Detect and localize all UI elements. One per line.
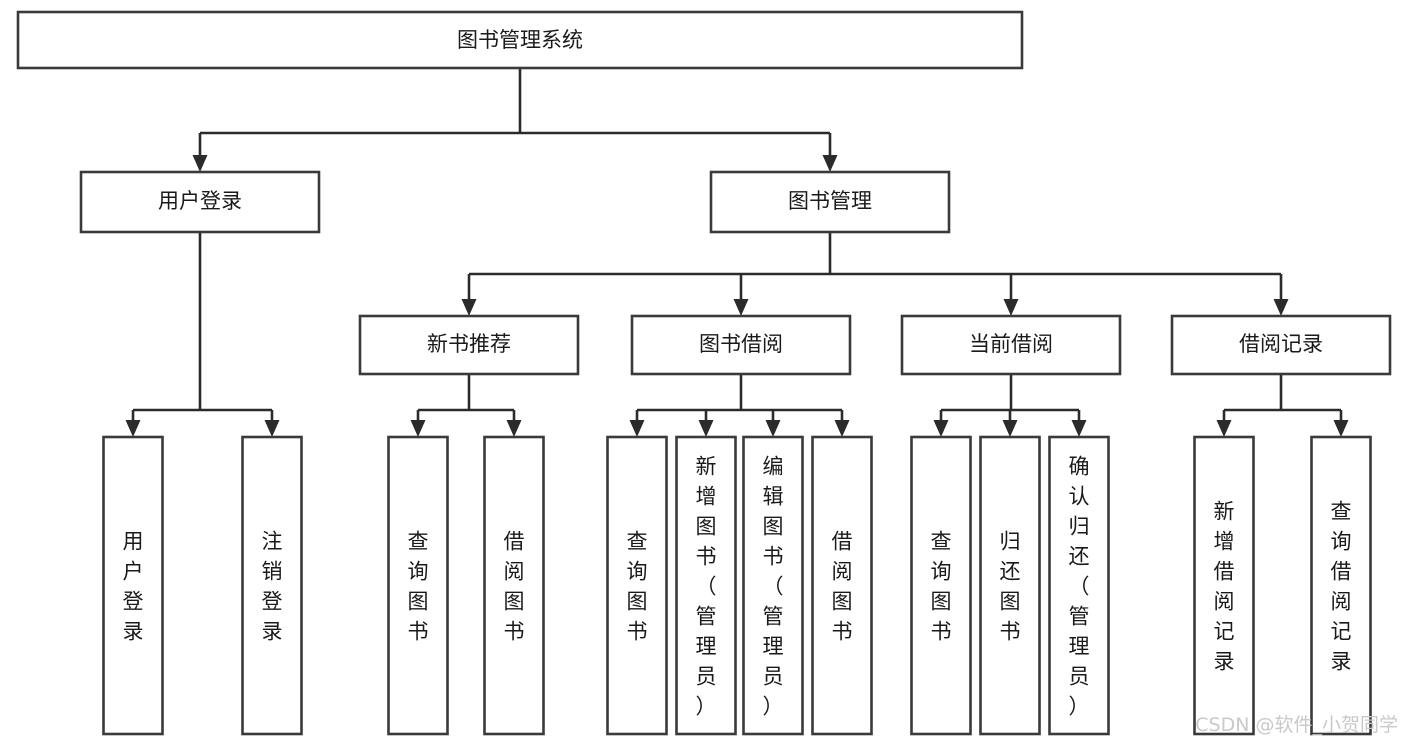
node-leaf-query-book-3-label: 查询图书: [931, 529, 952, 643]
node-leaf-add-book-label: 新增图书（管理员）: [696, 454, 717, 718]
node-book-borrow-label: 图书借阅: [699, 332, 783, 356]
node-leaf-user-login-label: 用户登录: [123, 529, 144, 643]
node-new-book-rec[interactable]: 新书推荐: [358, 314, 580, 376]
node-current-borrow-label: 当前借阅: [969, 332, 1053, 356]
node-borrow-record-box[interactable]: [1170, 314, 1392, 376]
node-root[interactable]: 图书管理系统: [16, 10, 1024, 70]
leaf-layer: 用户登录 注销登录 查询图书 借阅图书 查询图书 新增图书（管理员） 编辑图书（管理员） 借阅…: [102, 435, 1372, 736]
node-leaf-query-book-3[interactable]: 查询图书: [910, 435, 972, 736]
node-leaf-add-record-label: 新增借阅记录: [1214, 499, 1235, 673]
connector-layer: [125, 68, 1349, 437]
node-leaf-borrow-book-2-label: 借阅图书: [832, 529, 853, 643]
node-leaf-edit-book-box[interactable]: [742, 435, 804, 736]
node-root-label: 图书管理系统: [457, 28, 583, 52]
node-leaf-query-record-box[interactable]: [1310, 435, 1372, 736]
node-leaf-edit-book[interactable]: 编辑图书（管理员）: [742, 435, 804, 736]
node-leaf-query-book-1[interactable]: 查询图书: [387, 435, 449, 736]
watermark-label: CSDN @软件_小贺同学: [1195, 714, 1398, 736]
node-book-borrow[interactable]: 图书借阅: [630, 314, 852, 376]
node-user-login-box[interactable]: [79, 170, 321, 234]
node-leaf-edit-book-label: 编辑图书（管理员）: [763, 454, 784, 718]
node-leaf-query-record[interactable]: 查询借阅记录: [1310, 435, 1372, 736]
node-new-book-rec-label: 新书推荐: [427, 332, 511, 356]
node-current-borrow-box[interactable]: [900, 314, 1122, 376]
node-user-login-label: 用户登录: [158, 189, 242, 213]
node-leaf-confirm-return-box[interactable]: [1048, 435, 1110, 736]
node-leaf-query-book-2-box[interactable]: [606, 435, 668, 736]
node-leaf-borrow-book-2-box[interactable]: [811, 435, 873, 736]
node-leaf-add-book[interactable]: 新增图书（管理员）: [675, 435, 737, 736]
node-leaf-confirm-return-label: 确认归还（管理员）: [1069, 454, 1090, 718]
node-leaf-return-book[interactable]: 归还图书: [979, 435, 1041, 736]
node-borrow-record[interactable]: 借阅记录: [1170, 314, 1392, 376]
node-leaf-add-record-box[interactable]: [1193, 435, 1255, 736]
node-leaf-query-book-2-label: 查询图书: [627, 529, 648, 643]
node-leaf-add-record[interactable]: 新增借阅记录: [1193, 435, 1255, 736]
node-leaf-return-book-label: 归还图书: [1000, 529, 1021, 643]
node-leaf-borrow-book-1-box[interactable]: [483, 435, 545, 736]
node-leaf-return-book-box[interactable]: [979, 435, 1041, 736]
node-leaf-user-login[interactable]: 用户登录: [102, 435, 164, 736]
node-leaf-user-logout-box[interactable]: [241, 435, 303, 736]
node-user-login[interactable]: 用户登录: [79, 170, 321, 234]
node-book-manage[interactable]: 图书管理: [709, 170, 951, 234]
node-leaf-user-login-box[interactable]: [102, 435, 164, 736]
node-leaf-query-book-2[interactable]: 查询图书: [606, 435, 668, 736]
node-leaf-query-book-3-box[interactable]: [910, 435, 972, 736]
node-root-box[interactable]: [16, 10, 1024, 70]
node-leaf-borrow-book-1-label: 借阅图书: [504, 529, 525, 643]
node-current-borrow[interactable]: 当前借阅: [900, 314, 1122, 376]
node-leaf-borrow-book-1[interactable]: 借阅图书: [483, 435, 545, 736]
node-leaf-query-book-1-box[interactable]: [387, 435, 449, 736]
node-new-book-rec-box[interactable]: [358, 314, 580, 376]
node-book-manage-box[interactable]: [709, 170, 951, 234]
node-leaf-borrow-book-2[interactable]: 借阅图书: [811, 435, 873, 736]
node-book-borrow-box[interactable]: [630, 314, 852, 376]
node-leaf-add-book-box[interactable]: [675, 435, 737, 736]
node-book-manage-label: 图书管理: [788, 189, 872, 213]
node-borrow-record-label: 借阅记录: [1239, 332, 1323, 356]
node-leaf-query-record-label: 查询借阅记录: [1331, 499, 1352, 673]
node-leaf-user-logout-label: 注销登录: [262, 529, 283, 643]
node-leaf-confirm-return[interactable]: 确认归还（管理员）: [1048, 435, 1110, 736]
node-leaf-user-logout[interactable]: 注销登录: [241, 435, 303, 736]
node-leaf-query-book-1-label: 查询图书: [408, 529, 429, 643]
